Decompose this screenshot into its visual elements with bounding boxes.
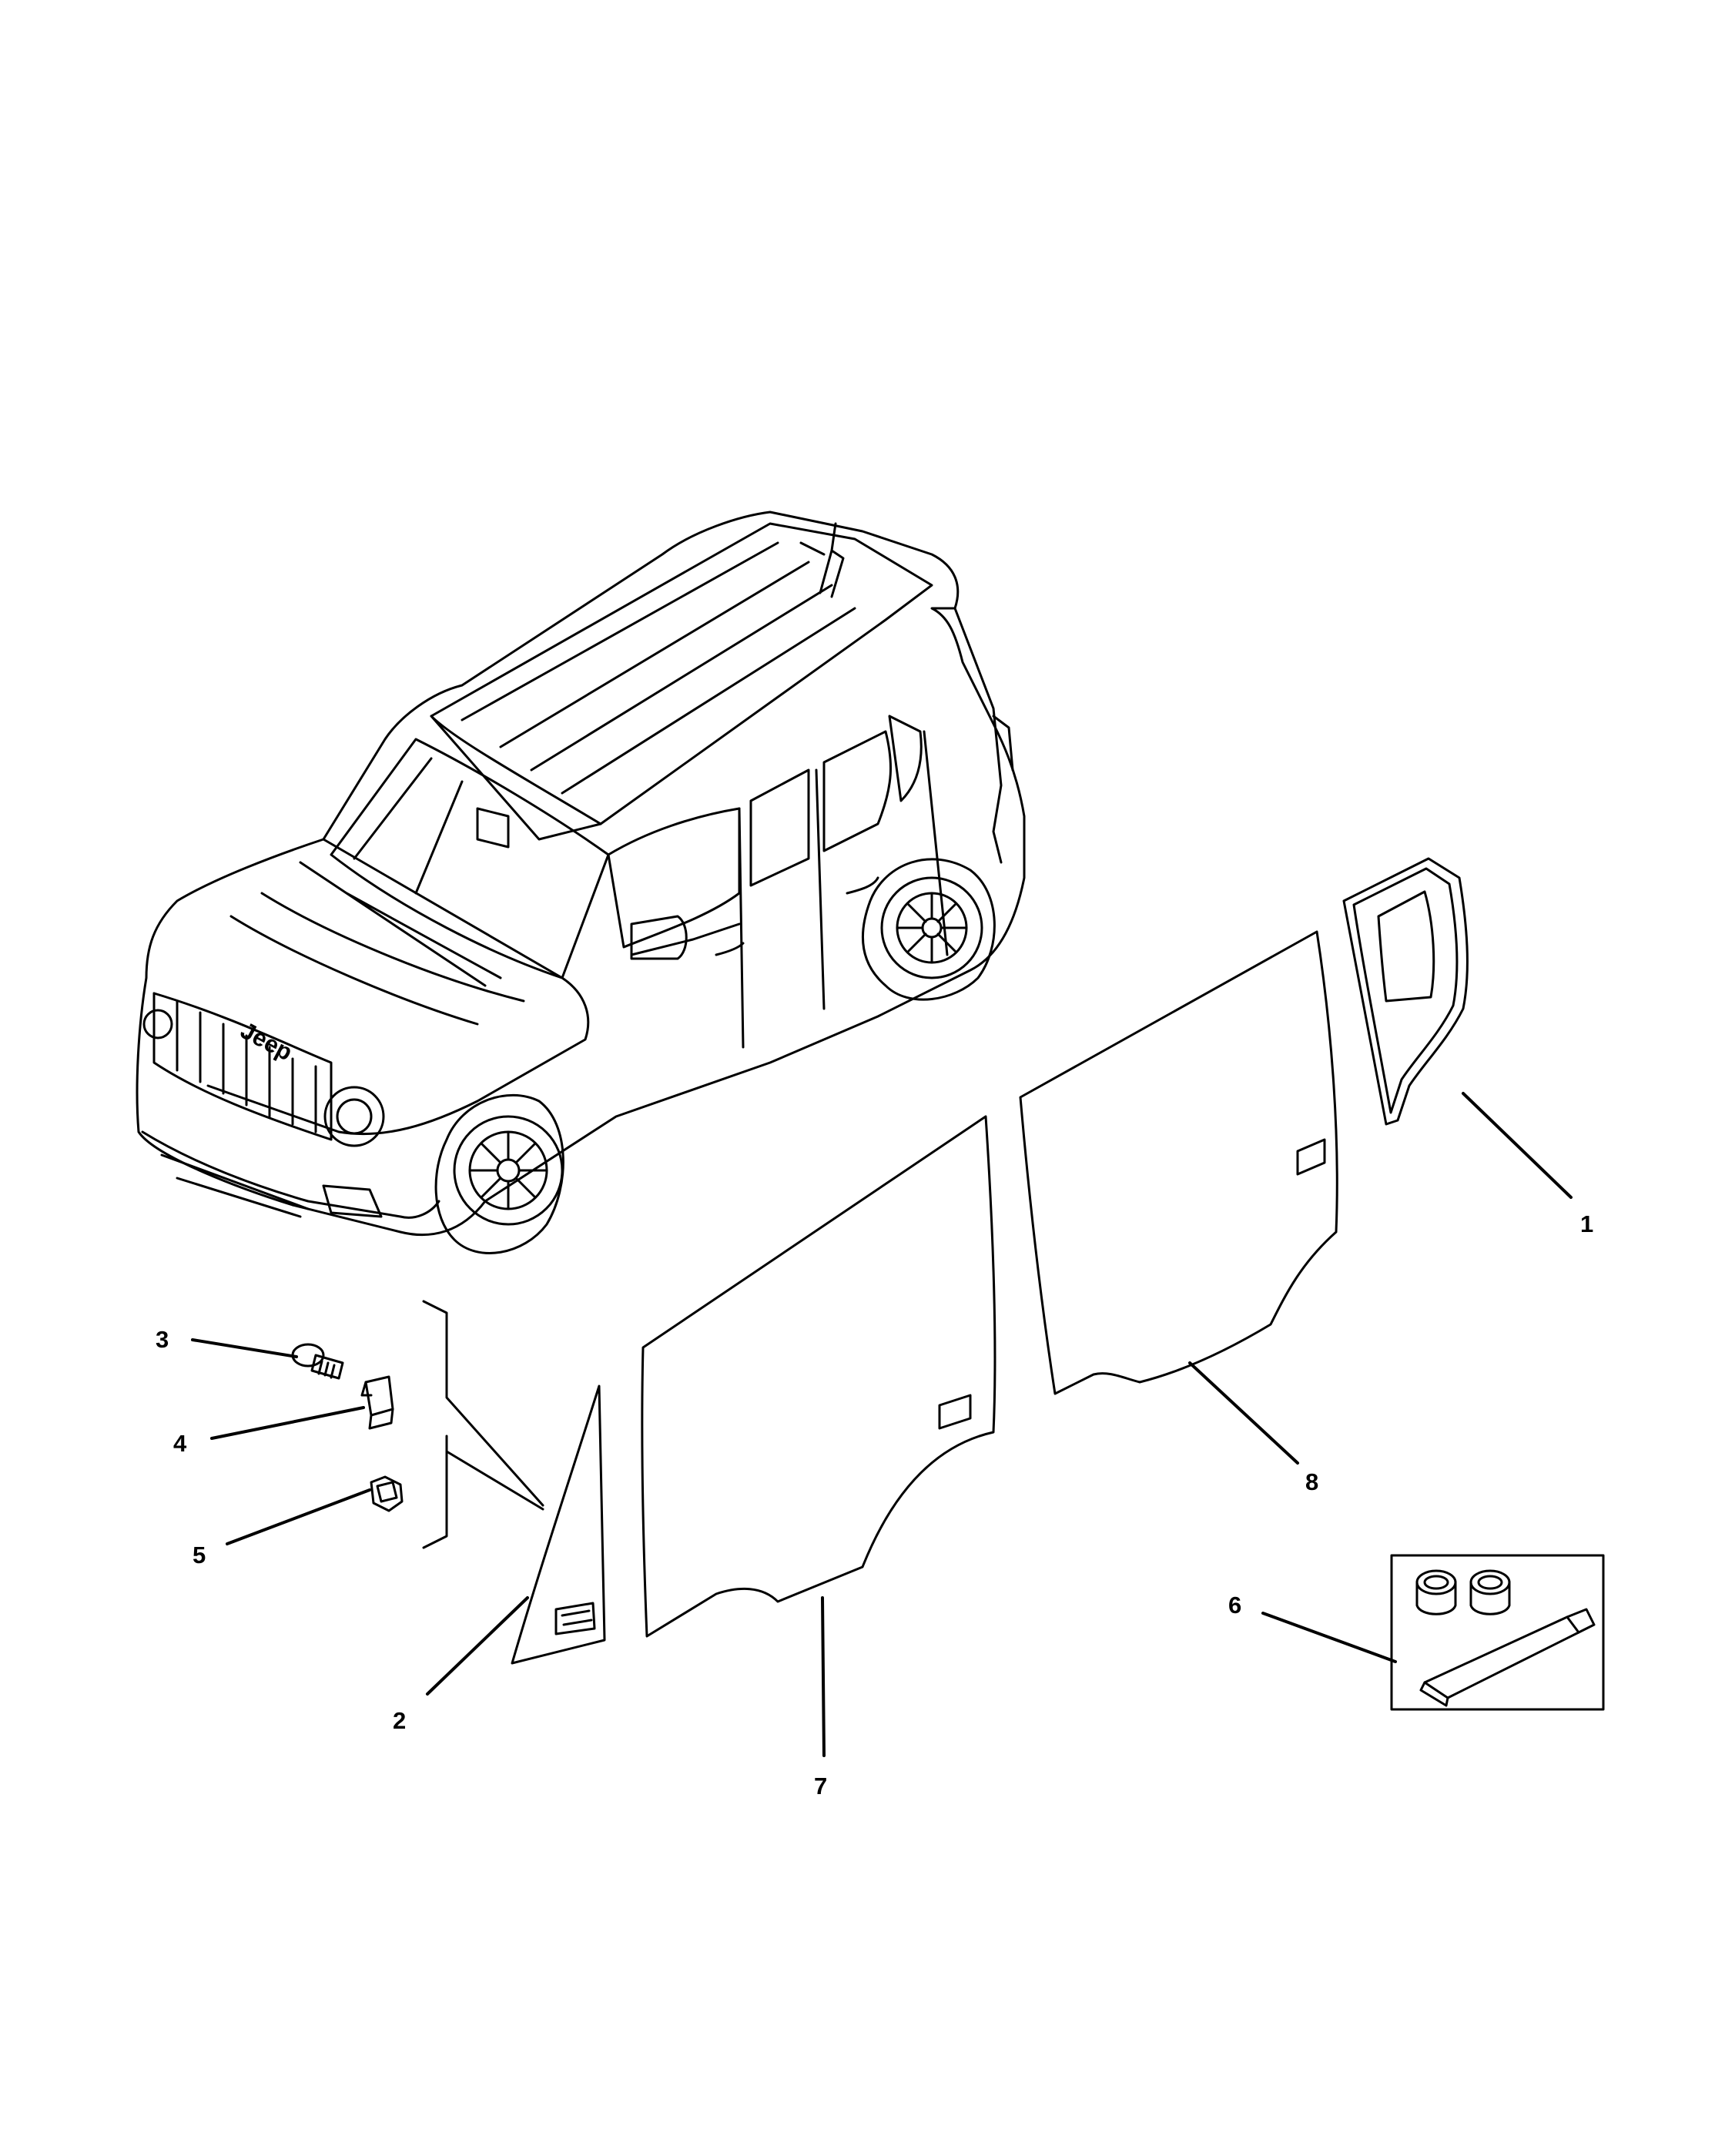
vehicle-illustration xyxy=(136,511,1026,1254)
callout-8: 8 xyxy=(1305,1468,1318,1495)
callout-3: 3 xyxy=(156,1326,169,1353)
leader-7 xyxy=(821,1596,826,1757)
callout-6: 6 xyxy=(1228,1592,1241,1619)
callout-4: 4 xyxy=(173,1430,187,1457)
callout-1: 1 xyxy=(1580,1210,1593,1237)
part-5-nut xyxy=(370,1475,404,1512)
callout-5: 5 xyxy=(193,1542,206,1568)
part-4-clip xyxy=(360,1375,394,1430)
part-8-rear-door-glass xyxy=(1019,930,1338,1395)
leader-4 xyxy=(210,1406,365,1440)
leader-8 xyxy=(1188,1361,1299,1465)
hardware-group-bracket xyxy=(422,1300,544,1549)
part-1-quarter-glass xyxy=(1342,857,1469,1126)
part-7-front-door-glass xyxy=(641,1115,996,1638)
leader-6 xyxy=(1261,1612,1397,1663)
part-6-adhesive-kit xyxy=(1390,1554,1605,1711)
part-3-bolt xyxy=(291,1343,344,1380)
part-2-vent-glass xyxy=(511,1384,606,1665)
callout-2: 2 xyxy=(393,1707,406,1734)
callout-7: 7 xyxy=(814,1773,827,1799)
leader-2 xyxy=(426,1596,529,1696)
leader-5 xyxy=(226,1488,371,1545)
callout-leaders xyxy=(191,1092,1573,1757)
leader-1 xyxy=(1462,1092,1573,1199)
leader-3 xyxy=(191,1338,298,1358)
